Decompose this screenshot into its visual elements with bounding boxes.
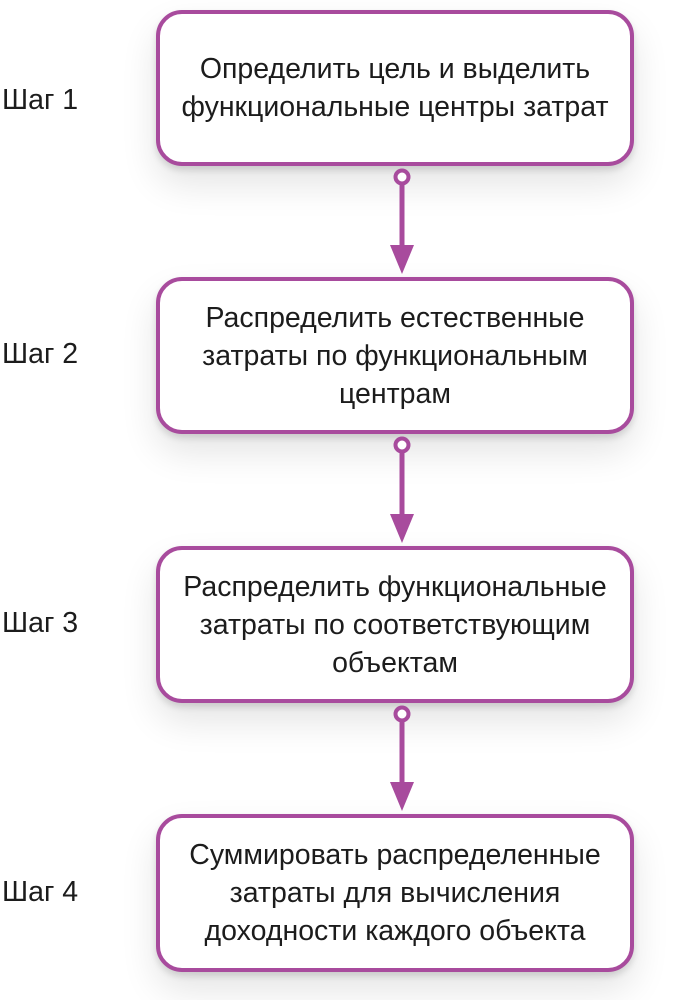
arrow-down-connector-3 — [390, 705, 414, 811]
step-box-3: Распределить функциональные затраты по с… — [156, 546, 634, 703]
step-box-1: Определить цель и выделить функциональны… — [156, 10, 634, 166]
step-text-2: Распределить естественные затраты по фун… — [202, 301, 588, 410]
step-label-3: Шаг 3 — [2, 607, 79, 639]
step-text-4: Суммировать распределенные затраты для в… — [189, 839, 601, 947]
step-label-4: Шаг 4 — [2, 876, 79, 908]
arrowhead-icon — [390, 245, 414, 274]
step-label-2: Шаг 2 — [2, 338, 79, 370]
arrow-down-connector-1 — [390, 168, 414, 274]
arrowhead-icon — [390, 514, 414, 543]
step-text-1: Определить цель и выделить функциональны… — [181, 53, 609, 123]
connector-start-circle-icon — [393, 705, 411, 723]
step-box-4: Суммировать распределенные затраты для в… — [156, 814, 634, 972]
arrowhead-icon — [390, 782, 414, 811]
connector-start-circle-icon — [393, 168, 411, 186]
step-label-1: Шаг 1 — [2, 84, 79, 116]
connector-start-circle-icon — [393, 436, 411, 454]
arrow-down-connector-2 — [390, 436, 414, 543]
step-text-3: Распределить функциональные затраты по с… — [183, 570, 607, 679]
step-box-2: Распределить естественные затраты по фун… — [156, 277, 634, 434]
